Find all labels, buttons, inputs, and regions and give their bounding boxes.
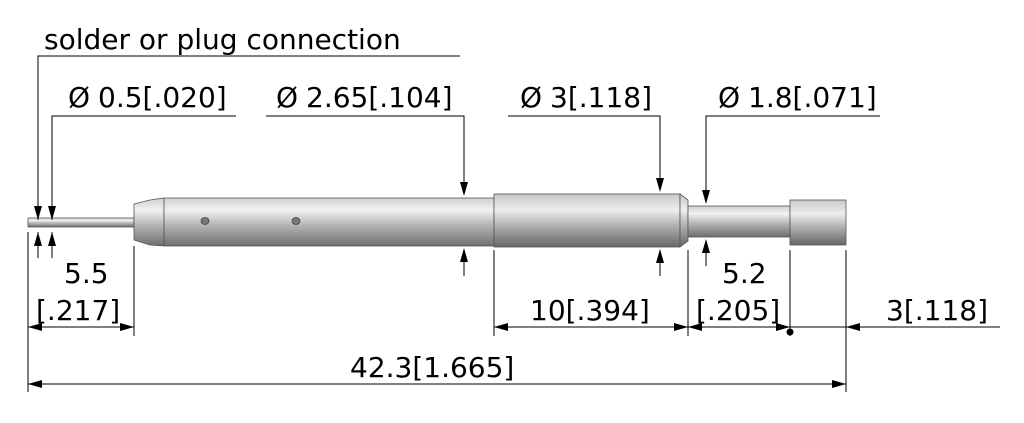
barrel-shoulder: [133, 197, 165, 247]
diameter-symbol: Ø: [520, 81, 542, 114]
plunger-head: [789, 199, 847, 246]
tip-diameter-label: 0.5[.020]: [98, 81, 227, 114]
dimension-labels: solder or plug connection Ø 0.5[.020] Ø …: [36, 23, 988, 384]
diameter-symbol: Ø: [68, 81, 90, 114]
connection-label: solder or plug connection: [44, 23, 401, 56]
arrowheads: [28, 178, 860, 388]
plunger-length-in-label: [.205]: [696, 294, 780, 327]
probe-body: [27, 193, 847, 248]
barrel: [163, 197, 495, 247]
tip-pin: [27, 217, 135, 228]
diameter-symbol: Ø: [276, 81, 298, 114]
collar: [493, 193, 681, 248]
collar-length-label: 10[.394]: [530, 294, 650, 327]
plunger-length-mm-label: 5.2: [722, 257, 767, 290]
barrel-hole-2: [291, 217, 301, 225]
collar-diameter-label: 3[.118]: [550, 81, 652, 114]
barrel-diameter-label: 2.65[.104]: [306, 81, 453, 114]
tip-length-mm-label: 5.5: [64, 257, 109, 290]
diameter-symbol: Ø: [718, 81, 740, 114]
plunger: [687, 205, 791, 238]
plunger-diameter-label: 1.8[.071]: [748, 81, 877, 114]
collar-chamfer: [679, 193, 689, 248]
tip-length-in-label: [.217]: [36, 294, 120, 327]
head-length-label: 3[.118]: [886, 294, 988, 327]
overall-length-label: 42.3[1.665]: [350, 351, 514, 384]
barrel-hole-1: [200, 217, 210, 225]
